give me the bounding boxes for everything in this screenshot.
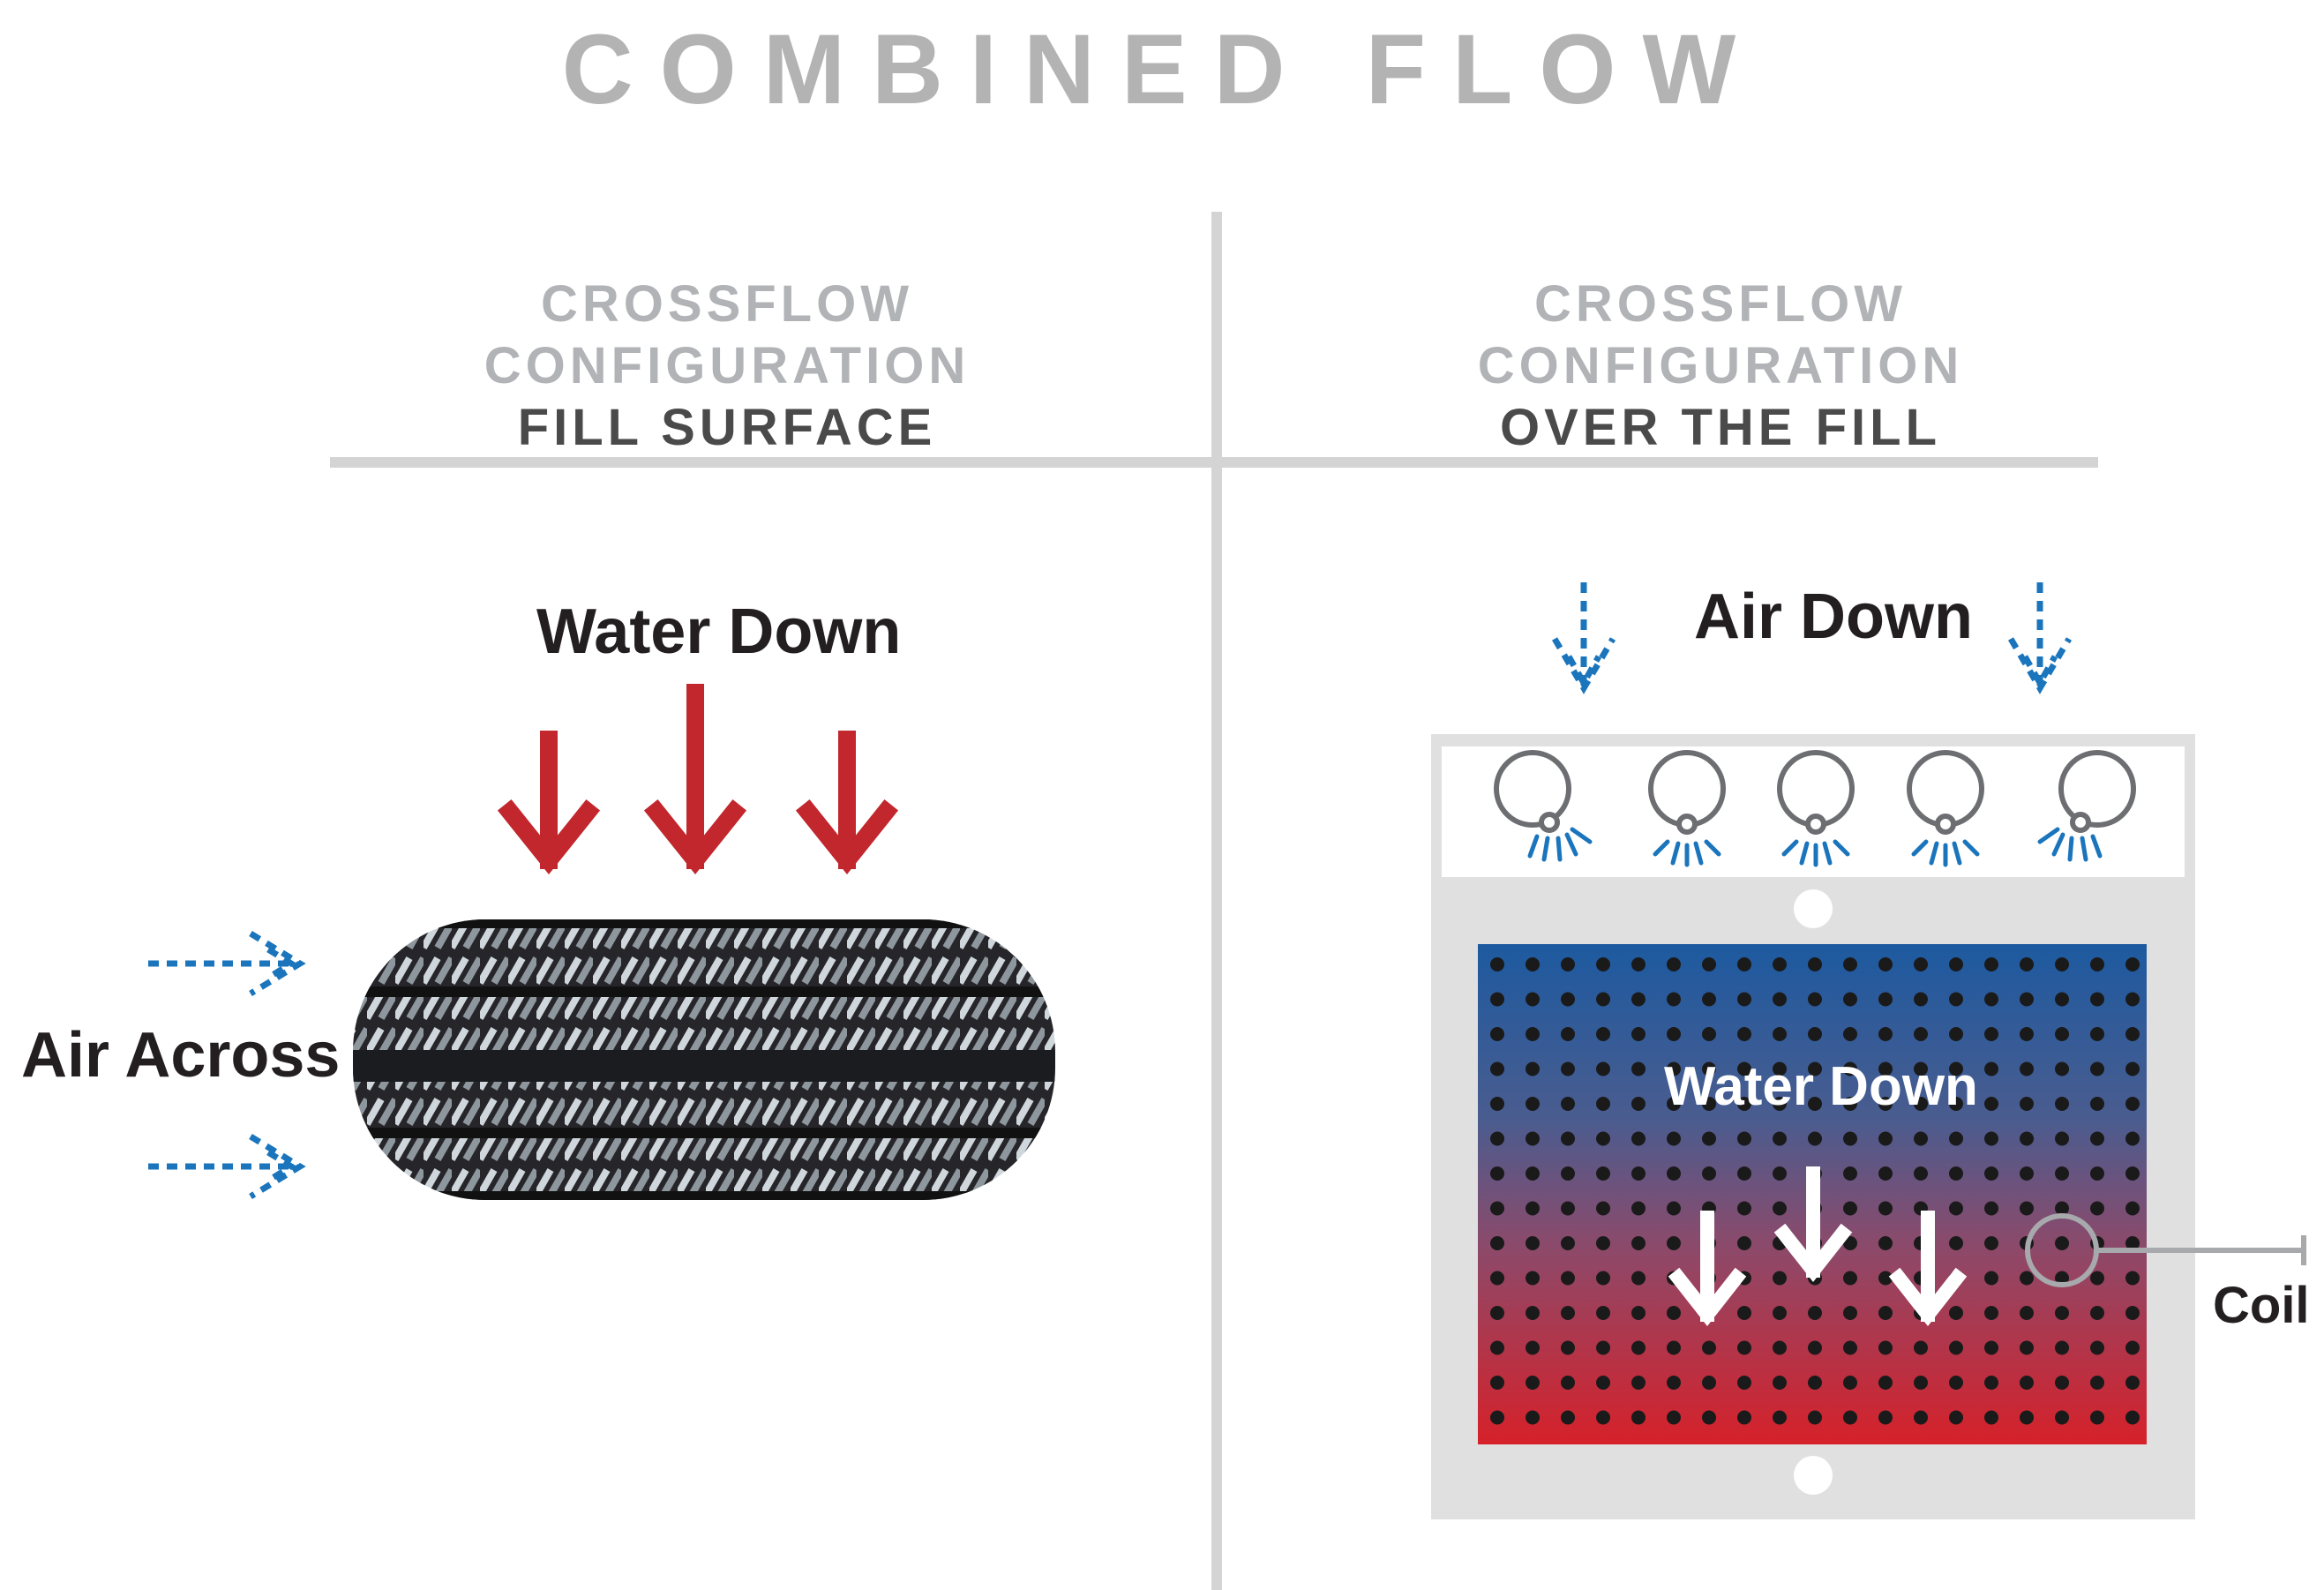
left-heading-line1: CROSSFLOW CONFIGURATION <box>484 275 971 394</box>
nozzle-1 <box>1494 750 1571 833</box>
coil-water-arrows <box>1668 1166 1968 1326</box>
water-arrow-left <box>497 731 601 875</box>
coil-callout <box>2025 1213 2306 1287</box>
water-arrow-center <box>643 684 747 875</box>
right-heading: CROSSFLOW CONFIGURATION OVER THE FILL <box>1323 274 2118 459</box>
fill-surface-image <box>353 919 1055 1200</box>
left-heading-line2: FILL SURFACE <box>517 399 937 456</box>
coil-arrow-center <box>1773 1166 1853 1282</box>
nozzle-4 <box>1907 750 1984 835</box>
top-port <box>1794 889 1833 928</box>
air-down-arrow-right <box>2007 582 2073 694</box>
air-across-label: Air Across <box>21 1020 341 1091</box>
air-arrow-top <box>148 931 306 996</box>
horizontal-divider <box>330 457 2098 468</box>
air-down-arrows <box>1551 582 2073 694</box>
coil-arrow-right <box>1888 1211 1968 1326</box>
nozzle-2 <box>1648 750 1726 835</box>
right-heading-line1: CROSSFLOW CONFIGURATION <box>1477 275 1964 394</box>
water-arrow-right <box>795 731 899 875</box>
right-heading-line2: OVER THE FILL <box>1500 399 1941 456</box>
nozzle-5 <box>2058 750 2136 833</box>
air-down-arrow-left <box>1551 582 1616 694</box>
spray-nozzles <box>1494 750 2136 835</box>
nozzle-3 <box>1777 750 1855 835</box>
page-title: COMBINED FLOW <box>561 14 1763 124</box>
air-arrow-bottom <box>148 1134 306 1199</box>
coil-arrow-left <box>1668 1211 1747 1326</box>
spray-lines <box>1527 827 2103 867</box>
coil-block <box>1478 944 2147 1444</box>
air-down-label: Air Down <box>1694 581 1973 652</box>
left-heading: CROSSFLOW CONFIGURATION FILL SURFACE <box>330 274 1124 459</box>
coil-water-down-label: Water Down <box>1664 1056 1978 1117</box>
coil-label: Coil <box>2213 1277 2310 1334</box>
water-down-arrows <box>497 684 899 875</box>
vertical-divider <box>1211 212 1222 1590</box>
water-down-label: Water Down <box>536 596 902 667</box>
air-across-arrows <box>148 931 306 1199</box>
bottom-port <box>1794 1456 1833 1495</box>
